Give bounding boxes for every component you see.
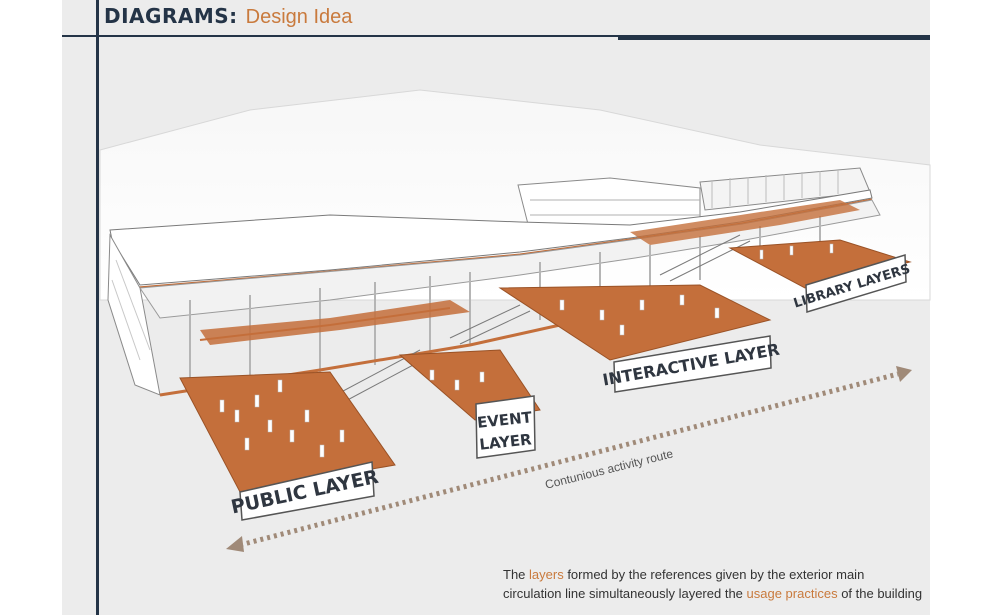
public-layer-floor [179, 371, 396, 493]
page-title: DIAGRAMS: Design Idea [104, 4, 352, 34]
library-layer-floor [728, 239, 912, 289]
event-layer-label-line2: LAYER [478, 430, 532, 453]
people-silhouettes [219, 243, 834, 458]
title-main: DIAGRAMS: [104, 4, 238, 28]
event-layer-label-line1: EVENT [476, 408, 533, 432]
caption-part2: formed by the references given by the ex… [503, 567, 865, 601]
caption: The layers formed by the references give… [503, 565, 923, 603]
event-layer-label-box: EVENT LAYER [475, 395, 536, 459]
interactive-layer-floor [498, 284, 772, 361]
caption-part3: of the building [837, 586, 923, 601]
arrow-right-icon [896, 366, 912, 382]
activity-route-arrow [226, 366, 912, 552]
header-rule-accent [618, 35, 930, 40]
caption-highlight-layers: layers [529, 567, 564, 582]
frame-vertical-line [96, 0, 99, 615]
activity-route-label: Contunious activity route [544, 446, 675, 491]
header-rule [62, 35, 930, 37]
title-subtitle: Design Idea [245, 6, 353, 28]
arrow-left-icon [226, 536, 244, 552]
caption-part1: The [503, 567, 530, 582]
caption-highlight-usage: usage practices [746, 586, 838, 601]
